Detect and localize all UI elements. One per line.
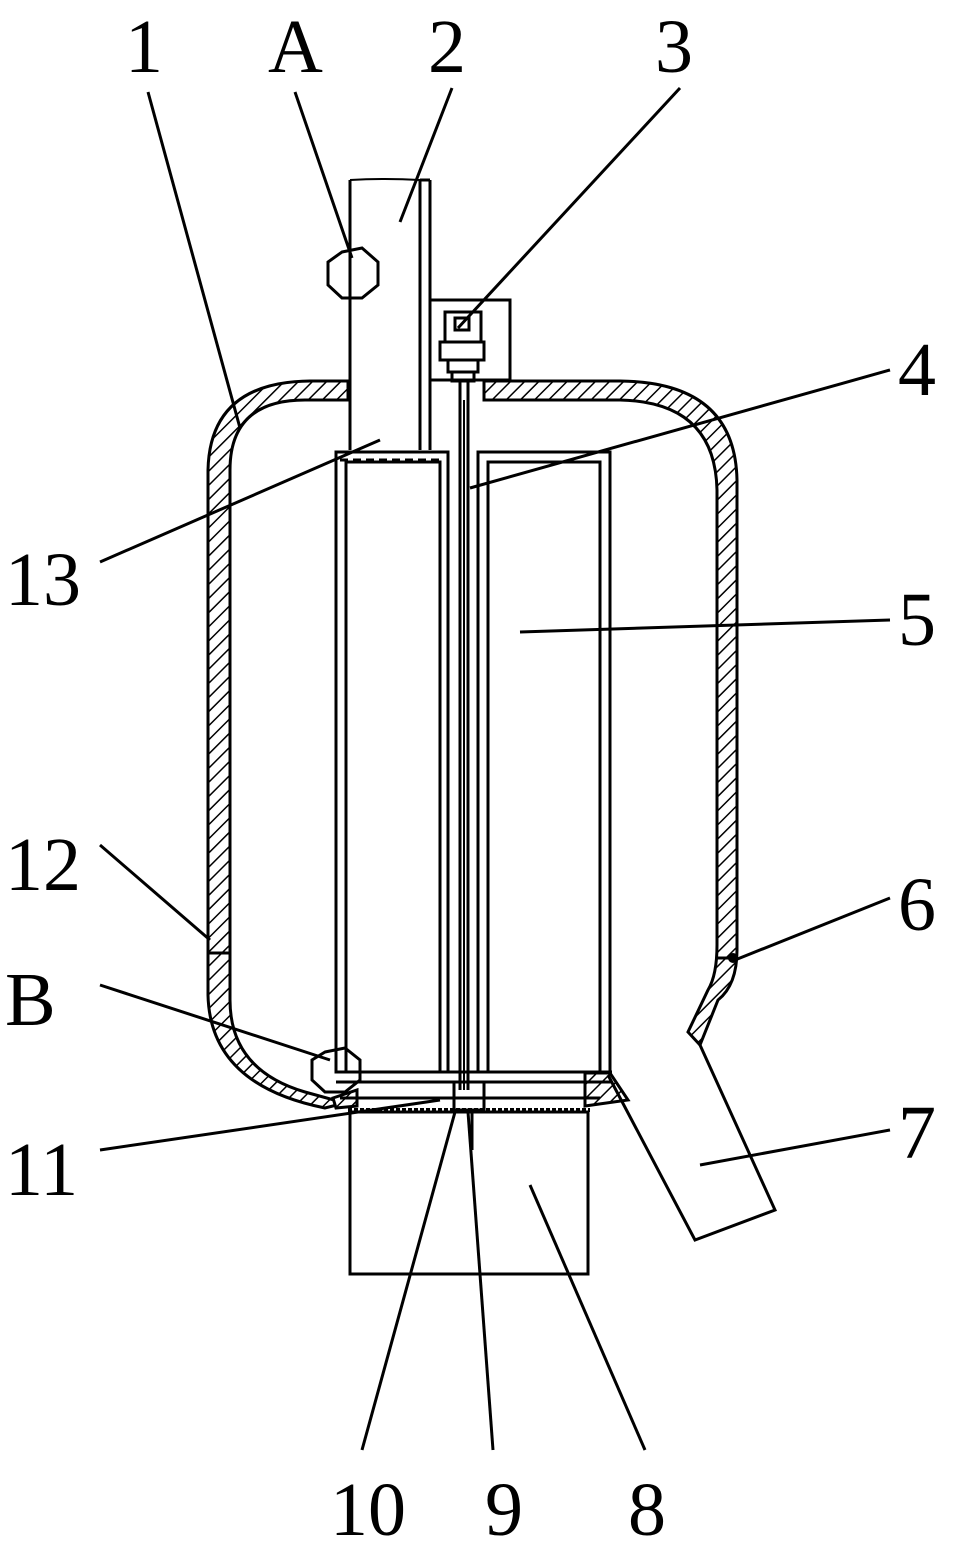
label-9: 9 <box>485 1468 523 1549</box>
label-A: A <box>268 5 323 89</box>
label-10: 10 <box>330 1468 406 1549</box>
label-4: 4 <box>898 328 936 412</box>
label-1: 1 <box>125 5 163 89</box>
reference-labels: 1 A 2 3 4 13 5 12 6 B 11 7 10 9 8 <box>5 5 936 1549</box>
label-7: 7 <box>898 1091 936 1175</box>
outlet-pipe-7 <box>606 1044 778 1242</box>
label-11: 11 <box>5 1128 78 1212</box>
label-8: 8 <box>628 1468 666 1549</box>
label-3: 3 <box>655 5 693 89</box>
shell-1 <box>206 379 739 1110</box>
leader-lines <box>99 86 891 1451</box>
label-5: 5 <box>898 578 936 662</box>
inlet-pipe-2 <box>326 178 440 462</box>
label-13: 13 <box>5 538 81 622</box>
inner-drum-5 <box>310 450 612 1094</box>
label-2: 2 <box>428 5 466 89</box>
label-6: 6 <box>898 863 936 947</box>
motor-3 <box>428 298 512 383</box>
label-12: 12 <box>5 823 81 907</box>
coupling-10-11 <box>340 1080 600 1112</box>
label-B: B <box>5 958 56 1042</box>
shaft-4 <box>458 381 470 1090</box>
